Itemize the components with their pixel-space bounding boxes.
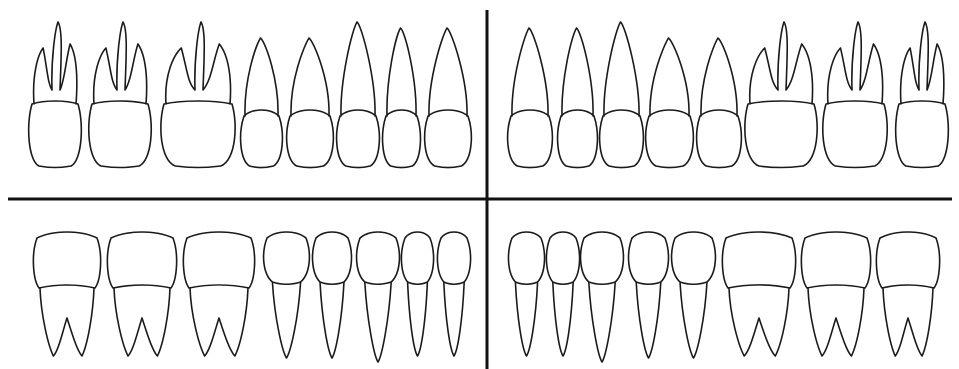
tooth-lower-left-8[interactable]	[876, 232, 939, 356]
tooth-lower-right-1[interactable]	[33, 232, 100, 356]
tooth-outline	[161, 22, 235, 168]
tooth-outline	[508, 28, 553, 168]
tooth-outline	[722, 232, 795, 356]
tooth-lower-left-7[interactable]	[801, 232, 870, 356]
tooth-lower-right-7[interactable]	[401, 232, 433, 356]
tooth-upper-right-4[interactable]	[241, 38, 283, 168]
tooth-outline	[629, 232, 669, 358]
tooth-upper-left-6[interactable]	[745, 22, 817, 168]
tooth-outline	[33, 232, 100, 356]
tooth-outline	[558, 28, 598, 168]
tooth-outline	[29, 22, 82, 168]
tooth-lower-left-4[interactable]	[629, 232, 669, 358]
tooth-outline	[313, 232, 352, 358]
tooth-upper-left-1[interactable]	[508, 28, 553, 168]
tooth-lower-right-5[interactable]	[313, 232, 352, 358]
tooth-lower-left-5[interactable]	[672, 232, 716, 358]
tooth-outline	[801, 232, 870, 356]
tooth-upper-right-5[interactable]	[287, 38, 334, 168]
tooth-lower-left-3[interactable]	[581, 232, 624, 362]
tooth-outline	[437, 232, 470, 356]
tooth-outline	[823, 22, 887, 168]
tooth-outline	[508, 232, 544, 356]
tooth-upper-left-2[interactable]	[558, 28, 598, 168]
tooth-outline	[287, 38, 334, 168]
tooth-outline	[697, 38, 742, 168]
tooth-lower-right-2[interactable]	[107, 232, 176, 356]
tooth-lower-right-8[interactable]	[437, 232, 470, 356]
tooth-outline	[241, 38, 283, 168]
tooth-lower-right-6[interactable]	[357, 232, 400, 362]
tooth-lower-right-3[interactable]	[183, 232, 254, 356]
teeth-layer	[29, 22, 949, 362]
tooth-outline	[89, 22, 151, 168]
tooth-outline	[183, 232, 254, 356]
tooth-outline	[383, 28, 421, 168]
tooth-upper-right-8[interactable]	[425, 28, 472, 168]
tooth-outline	[600, 22, 644, 168]
tooth-upper-right-3[interactable]	[161, 22, 235, 168]
tooth-lower-left-1[interactable]	[508, 232, 544, 356]
quadrant-upper-left	[508, 22, 949, 168]
tooth-outline	[672, 232, 716, 358]
tooth-upper-left-4[interactable]	[646, 38, 694, 168]
tooth-outline	[425, 28, 472, 168]
tooth-outline	[107, 232, 176, 356]
tooth-upper-left-8[interactable]	[896, 22, 949, 168]
tooth-outline	[546, 232, 579, 356]
tooth-outline	[876, 232, 939, 356]
tooth-upper-left-7[interactable]	[823, 22, 887, 168]
tooth-upper-right-6[interactable]	[337, 22, 380, 168]
tooth-outline	[646, 38, 694, 168]
tooth-outline	[337, 22, 380, 168]
tooth-upper-left-5[interactable]	[697, 38, 742, 168]
tooth-lower-left-6[interactable]	[722, 232, 795, 356]
tooth-upper-right-2[interactable]	[89, 22, 151, 168]
quadrant-lower-left	[508, 232, 939, 362]
tooth-outline	[264, 232, 310, 358]
tooth-upper-right-1[interactable]	[29, 22, 82, 168]
quadrant-upper-right	[29, 22, 472, 168]
tooth-upper-left-3[interactable]	[600, 22, 644, 168]
quadrant-lower-right	[33, 232, 470, 362]
tooth-outline	[896, 22, 949, 168]
tooth-lower-right-4[interactable]	[264, 232, 310, 358]
tooth-upper-right-7[interactable]	[383, 28, 421, 168]
tooth-outline	[357, 232, 400, 362]
tooth-lower-left-2[interactable]	[546, 232, 579, 356]
tooth-outline	[581, 232, 624, 362]
tooth-outline	[745, 22, 817, 168]
tooth-outline	[401, 232, 433, 356]
